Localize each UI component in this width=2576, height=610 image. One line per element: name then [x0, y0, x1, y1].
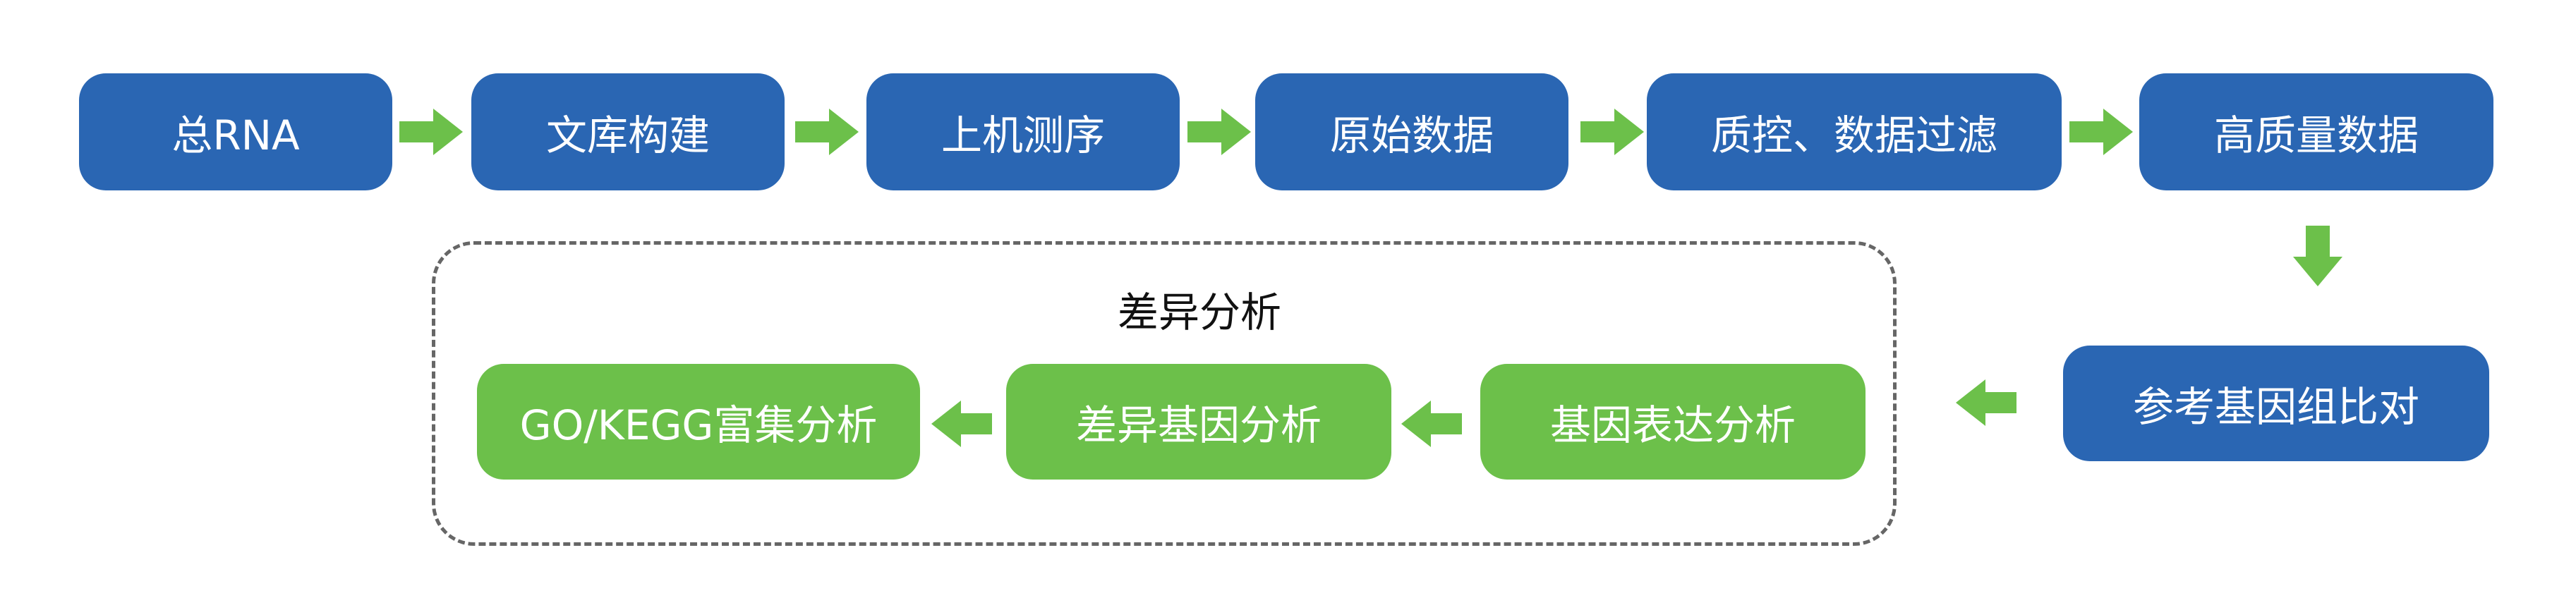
differential-analysis-group [432, 241, 1897, 546]
step-genome-alignment-label: 参考基因组比对 [2132, 383, 2419, 431]
step-gene-expression-analysis: 基因表达分析 [1480, 364, 1866, 480]
arrow-right-icon [399, 109, 463, 155]
step-go-kegg-enrichment-label: GO/KEGG富集分析 [519, 401, 878, 449]
step-genome-alignment: 参考基因组比对 [2063, 346, 2489, 461]
step-sequencing: 上机测序 [866, 73, 1180, 190]
arrow-left-icon [1956, 379, 2016, 426]
step-differential-gene-analysis-label: 差异基因分析 [1075, 401, 1322, 449]
step-sequencing-label: 上机测序 [941, 111, 1105, 159]
step-high-quality-data: 高质量数据 [2139, 73, 2493, 190]
step-library-construction-label: 文库构建 [545, 111, 710, 159]
step-quality-control-label: 质控、数据过滤 [1710, 111, 1997, 159]
arrow-left-icon [931, 401, 992, 447]
step-total-rna-label: 总RNA [171, 111, 300, 159]
step-go-kegg-enrichment: GO/KEGG富集分析 [477, 364, 920, 480]
arrow-right-icon [1187, 109, 1251, 155]
arrow-right-icon [795, 109, 859, 155]
arrow-right-icon [2069, 109, 2133, 155]
step-raw-data: 原始数据 [1255, 73, 1568, 190]
differential-analysis-title: 差异分析 [1117, 288, 1282, 336]
step-high-quality-data-label: 高质量数据 [2213, 111, 2419, 159]
arrow-right-icon [1580, 109, 1644, 155]
step-total-rna: 总RNA [79, 73, 392, 190]
arrow-left-icon [1401, 401, 1462, 447]
step-differential-gene-analysis: 差异基因分析 [1006, 364, 1391, 480]
step-quality-control: 质控、数据过滤 [1647, 73, 2062, 190]
step-raw-data-label: 原始数据 [1329, 111, 1494, 159]
step-library-construction: 文库构建 [471, 73, 785, 190]
step-gene-expression-analysis-label: 基因表达分析 [1549, 401, 1796, 449]
arrow-down-icon [2293, 226, 2342, 286]
